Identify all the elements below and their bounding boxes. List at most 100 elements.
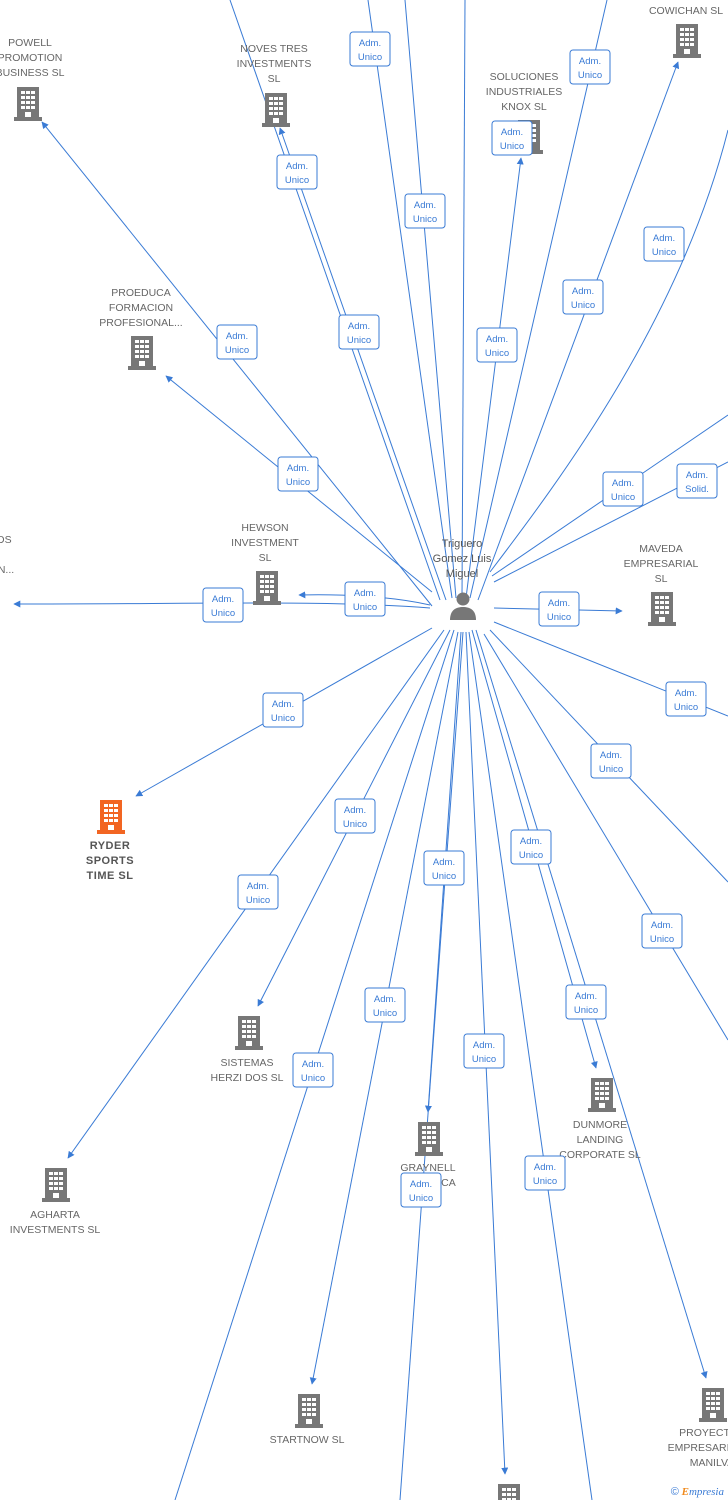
svg-text:Adm.: Adm. <box>600 750 622 761</box>
company-startnow[interactable]: STARTNOW SL <box>270 1394 345 1446</box>
building-icon <box>495 1484 523 1500</box>
company-ryder[interactable]: RYDER SPORTS TIME SL <box>86 800 134 882</box>
svg-text:Adm.: Adm. <box>348 321 370 332</box>
company-hewson[interactable]: HEWSON INVESTMENT SL <box>231 522 299 605</box>
company-graynell-line-1: GRAYNELL <box>400 1162 455 1174</box>
role-label[interactable]: Adm.Unico <box>538 591 580 627</box>
company-maveda[interactable]: MAVEDA EMPRESARIAL SL <box>624 543 699 626</box>
company-noves-tres[interactable]: NOVES TRES INVESTMENTS SL <box>237 43 312 127</box>
role-label[interactable]: Adm. Unico <box>349 31 391 67</box>
svg-text:Adm.: Adm. <box>344 805 366 816</box>
role-label[interactable]: Adm.Unico <box>202 587 244 623</box>
svg-text:Adm.: Adm. <box>359 38 381 49</box>
company-dunmore[interactable]: DUNMORE LANDING CORPORATE SL <box>559 1078 641 1161</box>
svg-text:Unico: Unico <box>413 214 437 225</box>
building-icon <box>415 1122 443 1156</box>
svg-text:Unico: Unico <box>343 819 367 830</box>
role-label[interactable]: Adm.Unico <box>276 154 318 190</box>
building-icon <box>97 800 125 834</box>
company-noves-tres-line-3: SL <box>268 73 281 85</box>
svg-text:Unico: Unico <box>578 70 602 81</box>
company-dunmore-line-3: CORPORATE SL <box>559 1149 641 1161</box>
company-ryder-line-2: SPORTS <box>86 855 134 867</box>
svg-text:Adm.: Adm. <box>433 857 455 868</box>
role-label[interactable]: Adm.Unico <box>364 987 406 1023</box>
svg-text:Adm.: Adm. <box>212 594 234 605</box>
role-label[interactable]: Adm.Unico <box>292 1052 334 1088</box>
svg-text:Unico: Unico <box>285 175 309 186</box>
building-icon <box>42 1168 70 1202</box>
company-soluciones[interactable]: SOLUCIONES INDUSTRIALES KNOX SL <box>486 71 562 154</box>
edge-bottom-right <box>468 631 593 1500</box>
building-icon <box>648 592 676 626</box>
role-label[interactable]: Adm. Unico <box>665 681 707 717</box>
role-label[interactable]: Adm. Unico <box>216 324 258 360</box>
svg-text:Unico: Unico <box>225 345 249 356</box>
company-cowichan[interactable]: COWICHAN SL <box>649 5 723 58</box>
svg-text:Unico: Unico <box>409 1193 433 1204</box>
company-proeduca[interactable]: PROEDUCA FORMACION PROFESIONAL... <box>99 287 183 370</box>
svg-text:Adm.: Adm. <box>612 478 634 489</box>
role-label[interactable]: Adm.Unico <box>344 581 386 617</box>
role-label[interactable]: Adm.Unico <box>262 692 304 728</box>
svg-text:Adm.: Adm. <box>686 470 708 481</box>
company-soluciones-line-1: SOLUCIONES <box>490 71 559 83</box>
role-label[interactable]: Adm.Unico <box>510 829 552 865</box>
person-icon <box>450 592 476 620</box>
company-left-cut[interactable]: OS N... <box>0 534 14 576</box>
role-label[interactable]: Adm.Unico <box>423 850 465 886</box>
role-label[interactable]: Adm. Unico <box>338 314 380 350</box>
svg-text:Unico: Unico <box>652 247 676 258</box>
edge-right-1 <box>489 129 728 573</box>
role-label[interactable]: Adm.Unico <box>590 743 632 779</box>
svg-text:Adm.: Adm. <box>272 699 294 710</box>
role-label[interactable]: Adm.Unico <box>524 1155 566 1191</box>
svg-text:Unico: Unico <box>674 702 698 713</box>
svg-text:Adm.: Adm. <box>575 991 597 1002</box>
role-label[interactable]: Adm. Unico <box>334 798 376 834</box>
company-powell-line-3: BUSINESS SL <box>0 67 65 79</box>
company-dunmore-line-1: DUNMORE <box>573 1119 627 1131</box>
role-label[interactable]: Adm. Unico <box>565 984 607 1020</box>
role-label[interactable]: Adm.Unico <box>641 913 683 949</box>
role-label[interactable]: Adm.Unico <box>491 120 533 156</box>
edge-soluciones-2 <box>469 0 608 599</box>
building-icon <box>673 24 701 58</box>
svg-text:Adm.: Adm. <box>414 200 436 211</box>
role-label[interactable]: Adm. Unico <box>404 193 446 229</box>
brand-logo-letter: E <box>681 1486 689 1498</box>
company-proeduca-line-1: PROEDUCA <box>111 287 171 299</box>
edge-soluciones-1 <box>465 157 524 599</box>
edge-top-3 <box>461 0 466 599</box>
company-dunmore-line-2: LANDING <box>577 1134 624 1146</box>
svg-text:Unico: Unico <box>286 477 310 488</box>
role-label[interactable]: Adm.Unico <box>237 874 279 910</box>
svg-text:Unico: Unico <box>574 1005 598 1016</box>
company-left-cut-line-3: N... <box>0 564 14 576</box>
role-label[interactable]: Adm.Unico <box>400 1172 442 1208</box>
role-label[interactable]: Adm.Unico <box>463 1033 505 1069</box>
company-maveda-line-2: EMPRESARIAL <box>624 558 699 570</box>
svg-text:Unico: Unico <box>358 52 382 63</box>
role-label[interactable]: Adm.Unico <box>569 49 611 85</box>
role-label[interactable]: Adm.Unico <box>602 471 644 507</box>
svg-text:Unico: Unico <box>353 602 377 613</box>
role-label[interactable]: Adm.Solid. <box>676 463 718 499</box>
role-label[interactable]: Adm.Unico <box>643 226 685 262</box>
company-powell[interactable]: POWELL PROMOTION BUSINESS SL <box>0 37 65 121</box>
role-label[interactable]: Adm.Unico <box>562 279 604 315</box>
role-label[interactable]: Adm.Unico <box>277 456 319 492</box>
center-person[interactable]: Triguero Gomez Luis Miguel <box>433 538 492 620</box>
svg-text:Adm.: Adm. <box>226 331 248 342</box>
svg-text:Unico: Unico <box>347 335 371 346</box>
company-bottom[interactable] <box>495 1484 523 1500</box>
building-icon <box>262 93 290 127</box>
company-sistemas[interactable]: SISTEMAS HERZI DOS SL <box>211 1016 284 1084</box>
company-agharta[interactable]: AGHARTA INVESTMENTS SL <box>10 1168 101 1236</box>
svg-text:Adm.: Adm. <box>473 1040 495 1051</box>
role-label[interactable]: Adm.Unico <box>476 327 518 363</box>
svg-text:Adm.: Adm. <box>675 688 697 699</box>
brand-logo-text: mpresia <box>688 1486 724 1498</box>
